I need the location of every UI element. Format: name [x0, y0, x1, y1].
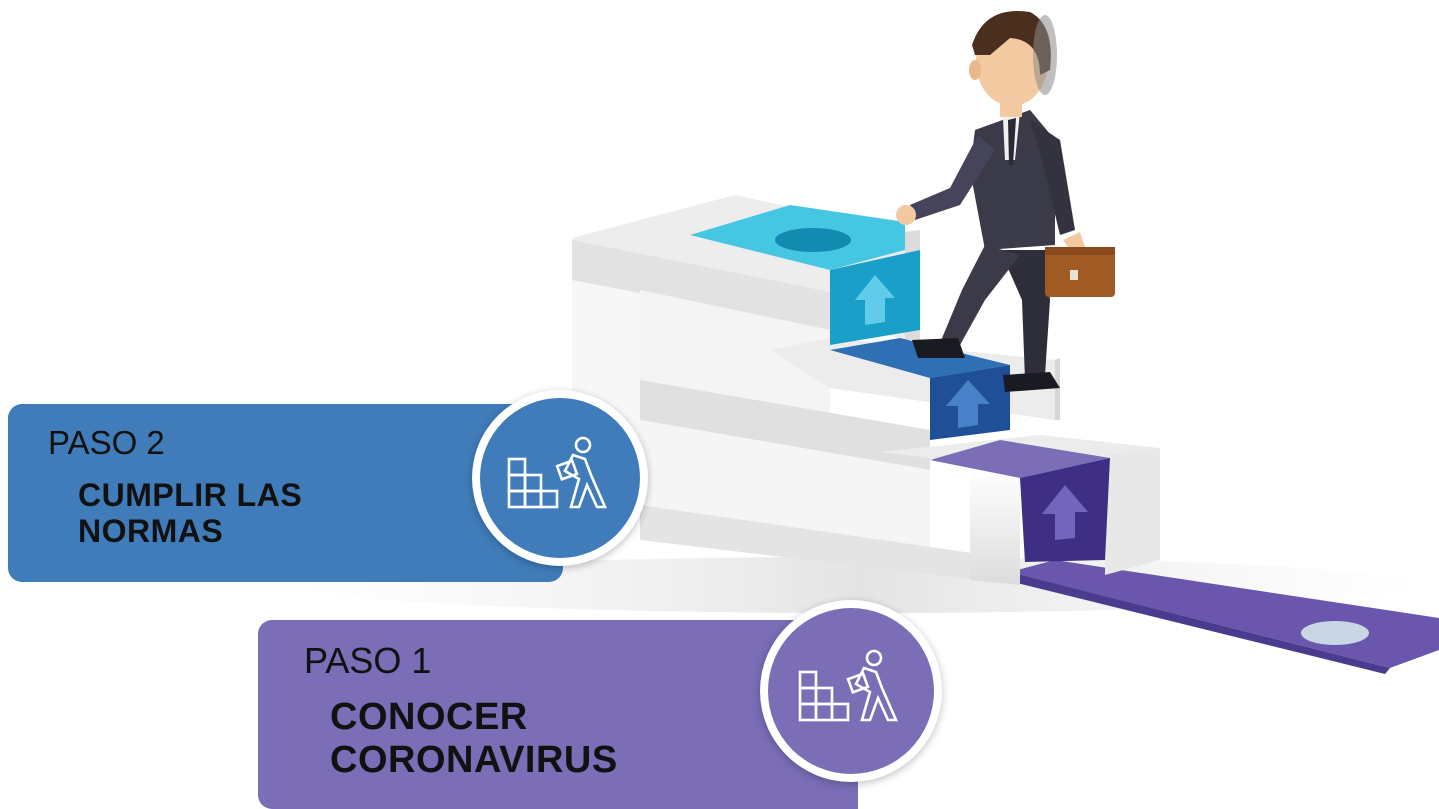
step-2-title: CUMPLIR LAS NORMAS	[78, 477, 303, 550]
step-1-badge	[760, 600, 942, 782]
step-2-label: PASO 2	[48, 424, 165, 461]
step-2-badge-circle	[480, 398, 640, 558]
step-1-background	[258, 620, 858, 809]
step-bottom-purple	[930, 440, 1110, 562]
floor-path	[1005, 560, 1439, 674]
stairs-builder-icon	[798, 649, 898, 722]
step-top-cyan	[690, 205, 920, 345]
step-2-badge	[472, 390, 648, 566]
businessman-figure	[896, 10, 1115, 392]
step-2-title-line1: CUMPLIR LAS	[78, 477, 303, 513]
step-1-title: CONOCER CORONAVIRUS	[330, 696, 618, 781]
step-2-title-line2: NORMAS	[78, 512, 224, 549]
step-2-background	[8, 404, 563, 582]
step-1-title-line2: CORONAVIRUS	[330, 738, 618, 781]
step-1-title-line1: CONOCER	[330, 696, 528, 738]
step-1-badge-circle	[768, 608, 934, 774]
step-1-card: PASO 1 CONOCER CORONAVIRUS	[258, 620, 858, 809]
step-2-card: PASO 2 CUMPLIR LAS NORMAS	[8, 404, 563, 582]
step-1-label: PASO 1	[304, 640, 432, 681]
stairs-builder-icon	[507, 436, 607, 509]
